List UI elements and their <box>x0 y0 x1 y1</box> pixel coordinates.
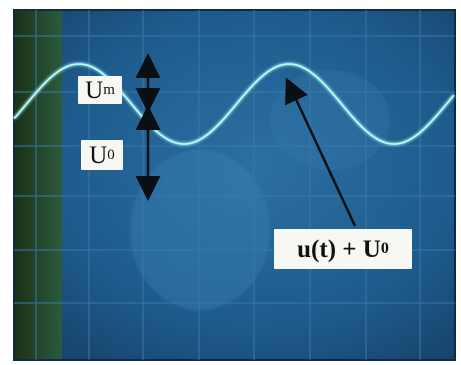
screen-bezel <box>14 10 62 360</box>
signal-label-main: u(t) + U <box>297 235 381 263</box>
waveform-trace-core <box>13 63 455 145</box>
amplitude-label-sub: m <box>103 81 115 98</box>
amplitude-label-main: U <box>85 76 104 104</box>
amplitude-arrows <box>135 53 357 227</box>
signal-label-sub: 0 <box>380 240 389 257</box>
offset-label-sub: 0 <box>107 146 115 163</box>
pointer-arrow <box>285 77 357 227</box>
offset-label-main: U <box>89 141 108 169</box>
